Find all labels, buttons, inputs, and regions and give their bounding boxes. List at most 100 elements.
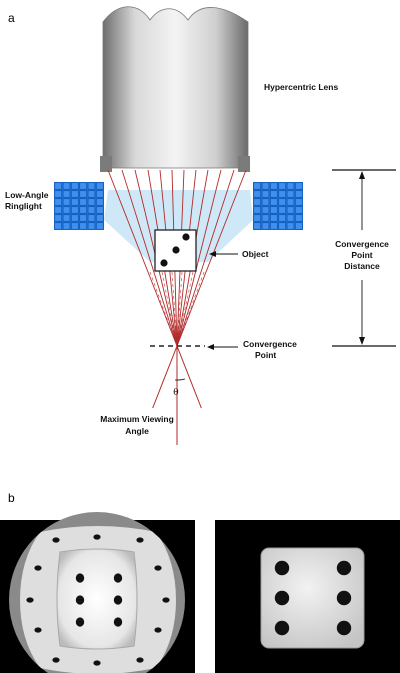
ringlight-led-cell [253, 190, 261, 198]
object-label: Object [242, 249, 269, 259]
die-pip [75, 573, 85, 583]
ringlight-led-cell [278, 182, 286, 190]
hypercentric-lens [102, 6, 249, 169]
ringlight-led-cell [295, 222, 303, 230]
ray-extension [152, 345, 178, 409]
ringlight-led-cell [295, 206, 303, 214]
ringlight-led-cell [96, 198, 104, 206]
ringlight-led-cell [96, 206, 104, 214]
ringlight-led-cell [79, 198, 87, 206]
ringlight-led-cell [295, 214, 303, 222]
die-pip [52, 657, 60, 663]
ringlight-label-line2: Ringlight [5, 201, 42, 211]
ringlight-led-cell [54, 206, 62, 214]
ringlight-led-cell [278, 222, 286, 230]
viewing-angle-arc [174, 378, 186, 381]
die-pip [93, 660, 101, 666]
ringlight-led-cell [96, 182, 104, 190]
lens-mount-left [100, 156, 112, 172]
ringlight-led-cell [71, 190, 79, 198]
die-pip [154, 627, 162, 633]
die-pip [336, 560, 352, 576]
die-pip [154, 565, 162, 571]
lens-label: Hypercentric Lens [264, 82, 338, 92]
hypercentric-die-image [0, 512, 195, 673]
ringlight-led-cell [253, 206, 261, 214]
distance-label-line3: Distance [344, 261, 380, 271]
ringlight-led-cell [253, 198, 261, 206]
ringlight-left-panel [54, 182, 104, 230]
die-pip [172, 246, 180, 254]
die-pip [113, 617, 123, 627]
ringlight-led-cell [62, 214, 71, 222]
ringlight-led-cell [79, 182, 87, 190]
ringlight-led-cell [295, 182, 303, 190]
ringlight-led-cell [71, 222, 79, 230]
ringlight-led-cell [261, 198, 270, 206]
ringlight-led-cell [62, 198, 71, 206]
die-pip [162, 597, 170, 603]
die-pip [52, 537, 60, 543]
ringlight-led-cell [278, 190, 286, 198]
ringlight-led-cell [270, 190, 278, 198]
ringlight-led-cell [278, 214, 286, 222]
ringlight-led-cell [87, 206, 96, 214]
ringlight-led-cell [54, 182, 62, 190]
object-arrowhead [209, 251, 216, 257]
ringlight-led-cell [87, 214, 96, 222]
die-pip [274, 590, 290, 606]
die-pip [136, 537, 144, 543]
ringlight-led-cell [295, 198, 303, 206]
ringlight-led-cell [54, 222, 62, 230]
die-pip [336, 590, 352, 606]
die-pip [113, 595, 123, 605]
ray-extension [176, 345, 202, 409]
ringlight-led-cell [62, 222, 71, 230]
ringlight-led-cell [62, 182, 71, 190]
die-pip [26, 597, 34, 603]
ringlight-led-cell [286, 182, 295, 190]
ringlight-led-cell [87, 182, 96, 190]
ray-line [121, 169, 178, 347]
ringlight-led-cell [54, 198, 62, 206]
ray-line [176, 169, 247, 347]
ringlight-led-cell [270, 222, 278, 230]
ringlight-led-cell [79, 190, 87, 198]
ringlight-led-cell [96, 222, 104, 230]
ringlight-led-cell [286, 206, 295, 214]
ringlight-led-cell [79, 222, 87, 230]
ringlight-led-cell [270, 198, 278, 206]
ringlight-led-cell [71, 206, 79, 214]
ringlight-led-cell [71, 182, 79, 190]
die-pip [274, 620, 290, 636]
ringlight-led-cell [278, 206, 286, 214]
ringlight-led-cell [286, 190, 295, 198]
ringlight-panel-body [253, 182, 303, 230]
distance-arrowhead-down [359, 337, 365, 345]
ringlight-led-cell [270, 182, 278, 190]
viewing-angle-label-line2: Angle [125, 426, 149, 436]
distance-arrowhead-up [359, 171, 365, 179]
convergence-label-line1: Convergence [243, 339, 297, 349]
ringlight-led-cell [54, 214, 62, 222]
ringlight-led-cell [62, 190, 71, 198]
ringlight-led-cell [87, 222, 96, 230]
ringlight-led-cell [261, 222, 270, 230]
ringlight-led-cell [261, 182, 270, 190]
dashed-ray [176, 271, 194, 347]
ringlight-led-cell [54, 190, 62, 198]
die-pip [113, 573, 123, 583]
ringlight-led-cell [286, 222, 295, 230]
ringlight-label-line1: Low-Angle [5, 190, 49, 200]
ringlight-led-cell [253, 182, 261, 190]
dashed-ray [149, 271, 178, 347]
die-pip [336, 620, 352, 636]
dashed-ray [171, 271, 178, 347]
die-pip [34, 565, 42, 571]
die-pip [75, 617, 85, 627]
ringlight-led-cell [261, 214, 270, 222]
ringlight-led-cell [261, 206, 270, 214]
die-pip [182, 233, 190, 241]
ringlight-led-cell [253, 214, 261, 222]
